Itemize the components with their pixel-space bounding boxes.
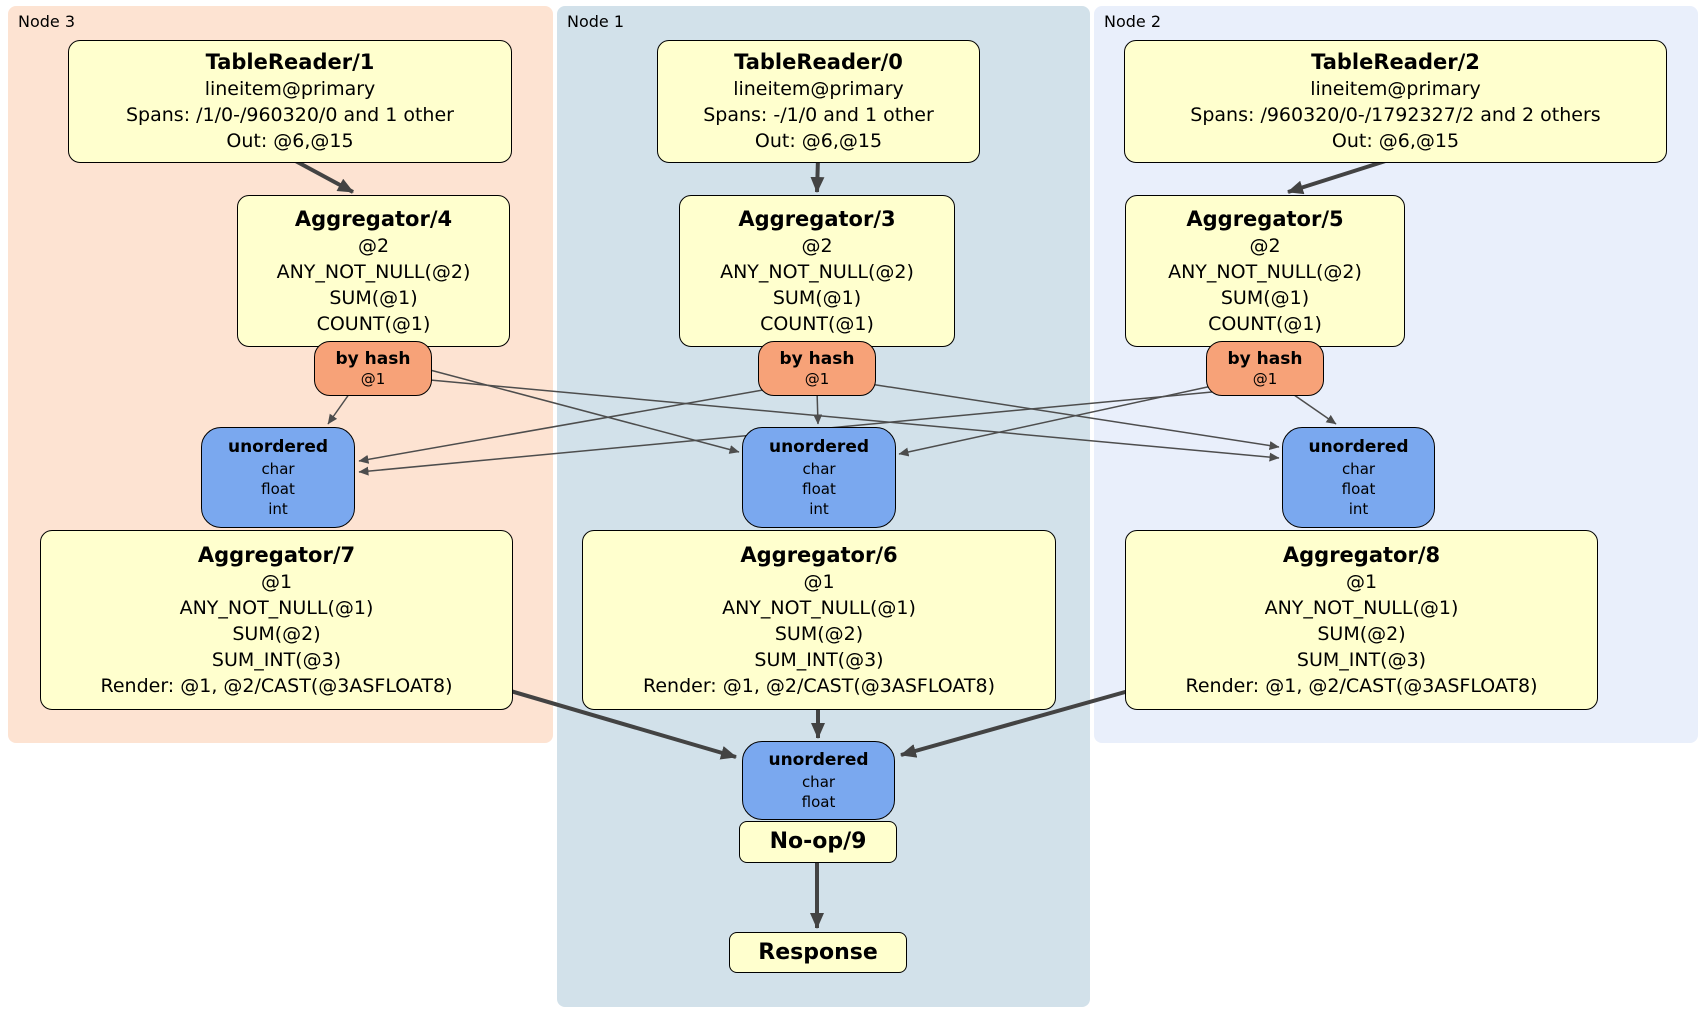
box-title: Aggregator/4 — [294, 206, 453, 231]
aggregator-3-box: Aggregator/3 @2 ANY_NOT_NULL(@2) SUM(@1)… — [679, 195, 955, 347]
router-title: by hash — [779, 349, 855, 369]
box-line: Render: @1, @2/CAST(@3ASFLOAT8) — [100, 674, 453, 697]
box-line: @2 — [801, 234, 833, 257]
box-line: ANY_NOT_NULL(@2) — [720, 260, 914, 283]
sync-line: int — [809, 500, 829, 518]
sync-title: unordered — [227, 437, 329, 457]
box-title: Aggregator/8 — [1282, 542, 1441, 567]
box-line: Out: @6,@15 — [226, 130, 354, 152]
tablereader-0-box: TableReader/0 lineitem@primary Spans: -/… — [657, 40, 980, 163]
flow-edge — [289, 156, 354, 194]
aggregator-6-box: Aggregator/6 @1 ANY_NOT_NULL(@1) SUM(@2)… — [582, 530, 1056, 710]
box-title: Aggregator/7 — [197, 542, 356, 567]
box-line: Out: @6,@15 — [1331, 130, 1460, 152]
box-line: Spans: /1/0-/960320/0 and 1 other — [126, 104, 454, 126]
router-line: @1 — [1252, 370, 1278, 388]
sync-title: unordered — [768, 437, 870, 457]
box-line: COUNT(@1) — [316, 312, 431, 335]
unordered-sync-node2: unordered char float int — [1282, 427, 1435, 528]
router-title: by hash — [1227, 349, 1303, 369]
flow-edge — [900, 683, 1151, 758]
flow-edge — [1287, 156, 1396, 195]
response-box: Response — [729, 932, 907, 973]
box-title: Response — [758, 939, 878, 965]
box-line: @1 — [260, 570, 293, 593]
sync-line: char — [802, 460, 836, 478]
box-title: TableReader/1 — [205, 50, 375, 74]
node1-label: Node 1 — [567, 12, 625, 31]
hash-stream-edge — [429, 369, 740, 454]
box-line: Render: @1, @2/CAST(@3ASFLOAT8) — [1185, 674, 1538, 697]
sync-line: int — [268, 500, 288, 518]
box-title: Aggregator/5 — [1186, 206, 1344, 231]
box-line: COUNT(@1) — [760, 312, 874, 335]
hash-stream-edge — [429, 379, 1280, 462]
box-line: SUM(@2) — [774, 622, 864, 645]
node2-label: Node 2 — [1104, 12, 1162, 31]
router-line: @1 — [360, 370, 386, 388]
box-line: COUNT(@1) — [1208, 312, 1322, 335]
box-line: ANY_NOT_NULL(@1) — [1264, 596, 1459, 619]
sync-line: float — [1341, 480, 1376, 498]
sync-line: int — [1348, 500, 1369, 518]
hash-stream-edge — [358, 389, 764, 464]
unordered-sync-node3: unordered char float int — [201, 427, 355, 528]
box-title: TableReader/0 — [734, 50, 903, 74]
box-line: SUM_INT(@3) — [754, 648, 884, 671]
box-line: @2 — [357, 234, 390, 257]
noop-9-box: No-op/9 — [739, 821, 897, 863]
box-line: ANY_NOT_NULL(@1) — [179, 596, 374, 619]
flow-edges — [289, 156, 1396, 929]
by-hash-router-node2: by hash @1 — [1206, 341, 1324, 396]
by-hash-router-node3: by hash @1 — [314, 341, 432, 396]
aggregator-7-box: Aggregator/7 @1 ANY_NOT_NULL(@1) SUM(@2)… — [40, 530, 513, 710]
box-line: SUM_INT(@3) — [1296, 648, 1427, 671]
unordered-sync-node1: unordered char float int — [742, 427, 896, 528]
unordered-sync-final: unordered char float — [742, 741, 895, 820]
box-title: No-op/9 — [769, 829, 867, 854]
hash-stream-edge — [898, 385, 1213, 457]
router-line: @1 — [804, 370, 830, 388]
box-line: SUM(@1) — [329, 286, 418, 309]
box-line: @1 — [1345, 570, 1378, 593]
router-title: by hash — [335, 349, 411, 369]
aggregator-5-box: Aggregator/5 @2 ANY_NOT_NULL(@2) SUM(@1)… — [1125, 195, 1405, 347]
box-title: TableReader/2 — [1311, 50, 1480, 74]
sync-line: float — [261, 480, 295, 498]
sync-title: unordered — [768, 750, 869, 770]
box-line: Spans: /960320/0-/1792327/2 and 2 others — [1190, 104, 1601, 126]
box-line: SUM(@1) — [1220, 286, 1310, 309]
node3-label: Node 3 — [18, 12, 76, 31]
by-hash-router-node1: by hash @1 — [758, 341, 876, 396]
box-line: SUM(@2) — [232, 622, 321, 645]
box-line: ANY_NOT_NULL(@2) — [1168, 260, 1362, 283]
box-line: SUM(@1) — [772, 286, 862, 309]
flow-edge — [810, 157, 825, 193]
box-line: SUM(@2) — [1317, 622, 1406, 645]
sync-title: unordered — [1308, 437, 1409, 457]
sync-line: float — [802, 480, 836, 498]
box-line: Render: @1, @2/CAST(@3ASFLOAT8) — [643, 674, 995, 697]
box-line: ANY_NOT_NULL(@2) — [276, 260, 471, 283]
sync-line: char — [261, 460, 295, 478]
sync-line: char — [801, 773, 836, 791]
box-title: Aggregator/6 — [740, 542, 898, 567]
box-title: Aggregator/3 — [738, 206, 896, 231]
tablereader-2-box: TableReader/2 lineitem@primary Spans: /9… — [1124, 40, 1667, 163]
tablereader-1-box: TableReader/1 lineitem@primary Spans: /1… — [68, 40, 512, 163]
aggregator-4-box: Aggregator/4 @2 ANY_NOT_NULL(@2) SUM(@1)… — [237, 195, 510, 347]
flow-edge — [489, 683, 737, 760]
box-line: Spans: -/1/0 and 1 other — [703, 104, 934, 126]
box-line: @2 — [1249, 234, 1281, 257]
sync-line: char — [1341, 460, 1376, 478]
box-line: @1 — [803, 570, 835, 593]
box-line: lineitem@primary — [1310, 78, 1481, 100]
box-line: lineitem@primary — [204, 78, 376, 100]
box-line: Out: @6,@15 — [754, 130, 883, 152]
box-line: lineitem@primary — [733, 78, 904, 100]
sync-line: float — [801, 793, 836, 811]
box-line: SUM_INT(@3) — [211, 648, 342, 671]
box-line: ANY_NOT_NULL(@1) — [722, 596, 916, 619]
aggregator-8-box: Aggregator/8 @1 ANY_NOT_NULL(@1) SUM(@2)… — [1125, 530, 1598, 710]
